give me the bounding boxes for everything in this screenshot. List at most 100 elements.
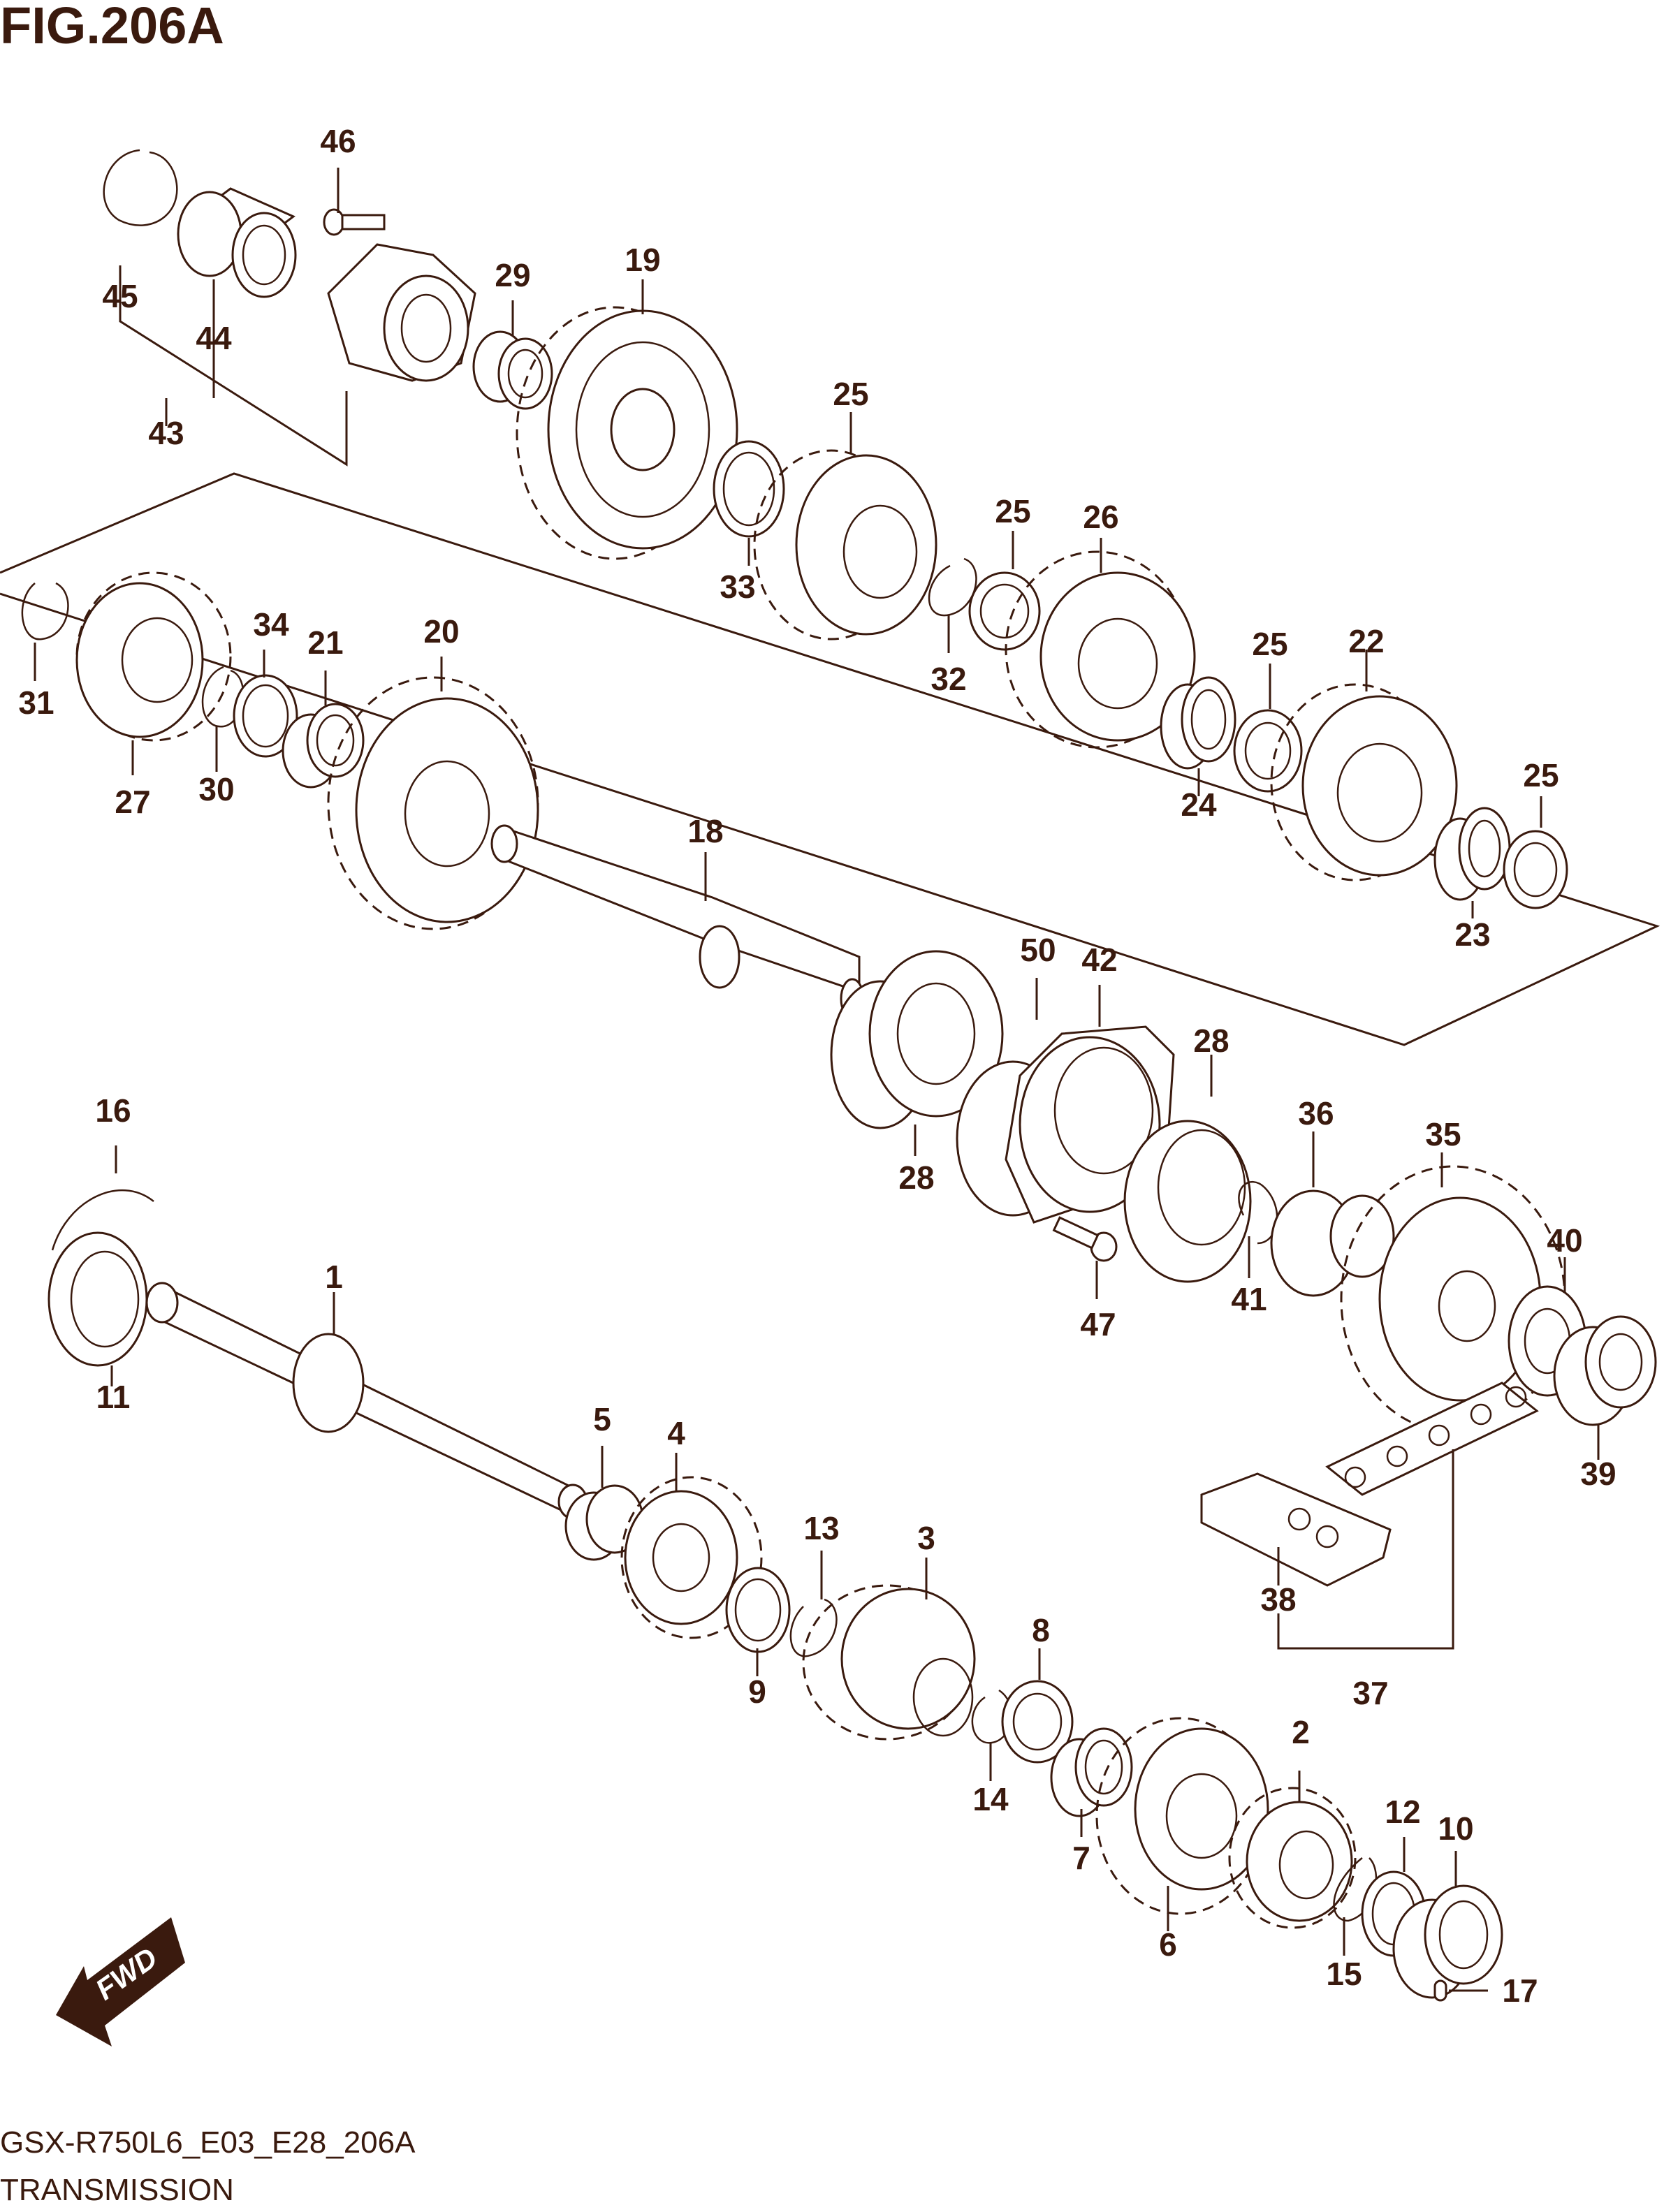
gear-26 <box>1005 550 1196 749</box>
gear-28 <box>75 571 232 742</box>
callout-33: 31 <box>18 684 54 721</box>
bearing-23 <box>1433 807 1511 901</box>
callout-14: 14 <box>972 1781 1009 1817</box>
callout-18: 18 <box>687 813 723 849</box>
bushing-21 <box>282 703 365 789</box>
callout-labels: 46 45 44 43 29 19 25 33 25 26 32 25 22 2… <box>18 123 1616 2009</box>
nut-41 <box>1553 1315 1657 1426</box>
pin-17 <box>1433 1979 1447 2002</box>
bearing-24 <box>1160 676 1236 770</box>
circlip-33 <box>21 582 69 640</box>
callout-47: 45 <box>102 278 138 314</box>
callout-35: 33 <box>720 569 755 605</box>
oil-seal-30 <box>1123 1120 1252 1283</box>
callout-31: 29 <box>495 257 530 293</box>
gear-2 <box>1228 1787 1357 1929</box>
callout-1: 1 <box>325 1259 343 1295</box>
washer-9 <box>725 1567 791 1653</box>
callout-11: 11 <box>96 1379 131 1415</box>
circlip-34 <box>928 557 977 617</box>
callout-36: 34 <box>253 606 289 643</box>
callout-42: 40 <box>1547 1222 1582 1259</box>
gear-19 <box>516 306 738 560</box>
callout-45: 43 <box>148 415 184 451</box>
callout-49: 47 <box>1080 1306 1116 1342</box>
circlip-32 <box>201 666 245 728</box>
figure-title: FIG.206A <box>0 0 224 54</box>
callout-3: 3 <box>917 1520 935 1556</box>
gear-4 <box>620 1476 763 1639</box>
bearing-housing-45 <box>327 243 476 382</box>
figure-code: GSX-R750L6_E03_E28_206A <box>0 2125 416 2160</box>
bushing-25-middle <box>1233 709 1303 793</box>
callout-7: 7 <box>1072 1840 1090 1876</box>
callout-12: 12 <box>1385 1794 1420 1830</box>
callout-38: 36 <box>1298 1095 1334 1131</box>
spacer-38 <box>1270 1189 1395 1297</box>
callout-9: 9 <box>748 1673 766 1710</box>
callout-2: 2 <box>1292 1714 1310 1750</box>
gear-20 <box>327 676 539 930</box>
callout-6: 6 <box>1159 1926 1177 1963</box>
countershaft-18 <box>490 824 865 1020</box>
callout-50: 50 <box>1020 932 1056 968</box>
bearing-29 <box>830 950 1004 1129</box>
callout-19: 19 <box>625 242 660 278</box>
callout-23: 23 <box>1454 916 1490 953</box>
callout-43: 41 <box>1231 1281 1267 1317</box>
callout-25-middle: 25 <box>1252 626 1287 662</box>
callout-41: 39 <box>1580 1456 1616 1492</box>
forward-arrow-icon: FWD <box>56 1917 185 2046</box>
bushing-25-top <box>968 571 1041 651</box>
callout-48: 46 <box>320 123 356 159</box>
callout-15: 15 <box>1326 1956 1362 1992</box>
washer-36 <box>233 674 298 758</box>
circlip-13 <box>789 1598 838 1657</box>
drive-chain-39 <box>1325 1382 1539 1496</box>
leader-lines <box>34 168 1600 1992</box>
bushing-8 <box>1001 1680 1074 1764</box>
callout-25-right: 25 <box>1523 757 1559 793</box>
callout-16: 16 <box>95 1092 131 1129</box>
master-link-40 <box>1200 1472 1392 1587</box>
bearing-46 <box>177 187 297 298</box>
callout-32: 30 <box>198 771 234 807</box>
callout-13: 13 <box>803 1510 839 1546</box>
bearing-7 <box>1050 1727 1133 1817</box>
oil-seal-11 <box>48 1231 148 1367</box>
countershaft-group-frame <box>0 472 1661 1046</box>
screw-48 <box>323 208 386 236</box>
callout-27: 25 <box>833 376 868 412</box>
bearing-10 <box>1392 1884 1503 1999</box>
callout-37: 35 <box>1425 1116 1461 1152</box>
washer-35 <box>713 440 785 538</box>
callout-8: 8 <box>1032 1612 1050 1648</box>
callout-5: 5 <box>593 1401 611 1437</box>
callout-28: 27 <box>115 784 150 820</box>
callout-17: 17 <box>1502 1972 1538 2009</box>
bushing-25-right <box>1503 830 1568 909</box>
drive-shaft-1 <box>145 1282 588 1520</box>
callout-10: 10 <box>1438 1810 1473 1847</box>
callout-4: 4 <box>667 1415 685 1451</box>
bearing-31 <box>472 330 553 410</box>
circlip-16 <box>51 1189 154 1251</box>
callout-39: 37 <box>1352 1675 1388 1711</box>
callout-46: 44 <box>196 320 232 356</box>
callout-24: 24 <box>1181 786 1217 823</box>
gear-22 <box>1270 683 1458 881</box>
callout-40: 38 <box>1260 1581 1296 1618</box>
callout-44: 42 <box>1081 942 1117 978</box>
gear-3 <box>802 1584 976 1741</box>
callout-20: 20 <box>423 613 459 650</box>
callout-29: 28 <box>898 1159 934 1196</box>
callout-34: 32 <box>930 661 966 697</box>
gear-6 <box>1095 1717 1269 1915</box>
callout-25-top: 25 <box>995 493 1030 529</box>
screw-49 <box>1052 1216 1118 1262</box>
callout-22: 22 <box>1348 623 1384 659</box>
circlip-47 <box>103 149 178 226</box>
bushing-5 <box>564 1484 644 1561</box>
callout-26: 26 <box>1083 499 1118 535</box>
